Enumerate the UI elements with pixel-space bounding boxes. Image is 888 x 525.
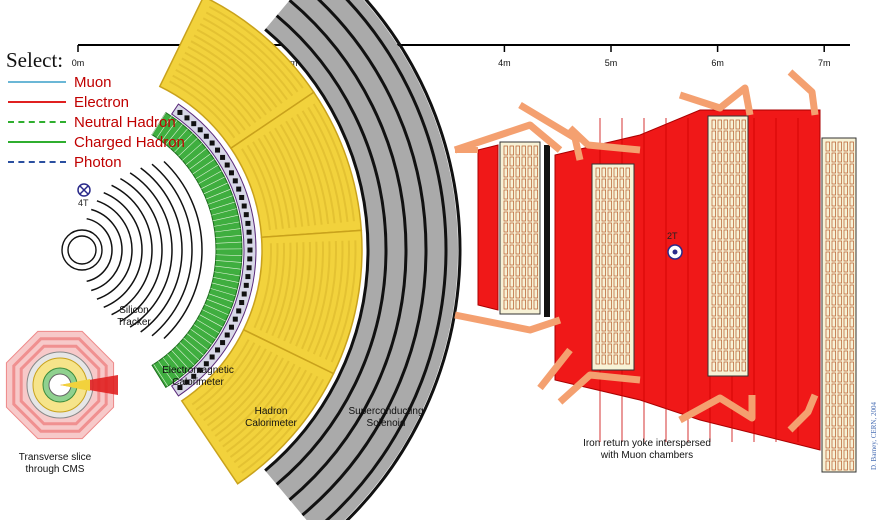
preshower-module (242, 291, 247, 296)
tracker-label: Silicon Tracker (104, 305, 164, 329)
legend-swatch (8, 101, 66, 103)
solenoid-label: Superconducting Solenoid (338, 406, 434, 430)
preshower-module (233, 178, 238, 183)
preshower-module (191, 121, 196, 126)
legend-label: Neutral Hadron (74, 114, 176, 131)
legend-item-photon[interactable]: Photon (8, 152, 185, 172)
preshower-module (244, 283, 249, 288)
scale-tick-label: 0m (72, 58, 85, 68)
legend-item-charged-hadron[interactable]: Charged Hadron (8, 132, 185, 152)
yoke-inner-layer (478, 145, 498, 310)
slice-label: Transverse slice through CMS (10, 452, 100, 476)
scale-tick-label: 5m (605, 58, 618, 68)
preshower-module (239, 195, 244, 200)
tracker-arc (164, 162, 202, 339)
legend-swatch (8, 141, 66, 143)
transverse-slice-thumbnail (6, 331, 118, 438)
legend-label: Muon (74, 74, 112, 91)
tracker-arc (104, 193, 142, 308)
field-label-2t: 2T (667, 231, 678, 241)
preshower-module (229, 170, 234, 175)
ecal-label: Electromagnetic Calorimeter (148, 365, 248, 389)
yoke-strut (455, 315, 560, 330)
preshower-module (245, 221, 250, 226)
field-label-4t: 4T (78, 198, 89, 208)
preshower-module (215, 347, 220, 352)
tracker-arc (87, 219, 112, 282)
preshower-module (204, 134, 209, 139)
preshower-module (244, 212, 249, 217)
preshower-module (225, 333, 230, 338)
preshower-module (247, 239, 252, 244)
tracker-arc (120, 179, 162, 322)
preshower-module (198, 127, 203, 132)
scale-tick-label: 7m (818, 58, 831, 68)
preshower-module (248, 248, 253, 253)
legend-label: Charged Hadron (74, 134, 185, 151)
scale-tick-label: 4m (498, 58, 511, 68)
yoke-label: Iron return yoke interspersed with Muon … (572, 438, 722, 462)
legend-item-electron[interactable]: Electron (8, 92, 185, 112)
legend-label: Photon (74, 154, 122, 171)
hcal-label: Hadron Calorimeter (236, 406, 306, 430)
preshower-module (242, 204, 247, 209)
preshower-module (220, 340, 225, 345)
preshower-module (247, 265, 252, 270)
legend-swatch (8, 81, 66, 83)
field-dot (673, 250, 678, 255)
legend-swatch (8, 121, 66, 123)
preshower-module (220, 155, 225, 160)
legend-item-neutral-hadron[interactable]: Neutral Hadron (8, 112, 185, 132)
chamber-spacer (544, 145, 550, 317)
preshower-module (239, 300, 244, 305)
legend-swatch (8, 161, 66, 163)
author-credit: D. Barney, CERN, 2004 (870, 402, 878, 470)
preshower-module (229, 325, 234, 330)
preshower-module (210, 354, 215, 359)
preshower-module (215, 148, 220, 153)
legend-label: Electron (74, 94, 129, 111)
preshower-module (210, 141, 215, 146)
preshower-module (247, 256, 252, 261)
preshower-module (236, 187, 241, 192)
select-title: Select: (6, 48, 63, 73)
preshower-module (225, 163, 230, 168)
preshower-module (233, 317, 238, 322)
preshower-module (184, 115, 189, 120)
legend-item-muon[interactable]: Muon (8, 72, 185, 92)
yoke-strut (790, 72, 815, 115)
scale-tick-label: 6m (711, 58, 724, 68)
preshower-module (245, 274, 250, 279)
preshower-module (247, 230, 252, 235)
tracker-ring (68, 236, 96, 264)
preshower-module (236, 308, 241, 313)
iron-return-yoke (455, 72, 856, 472)
